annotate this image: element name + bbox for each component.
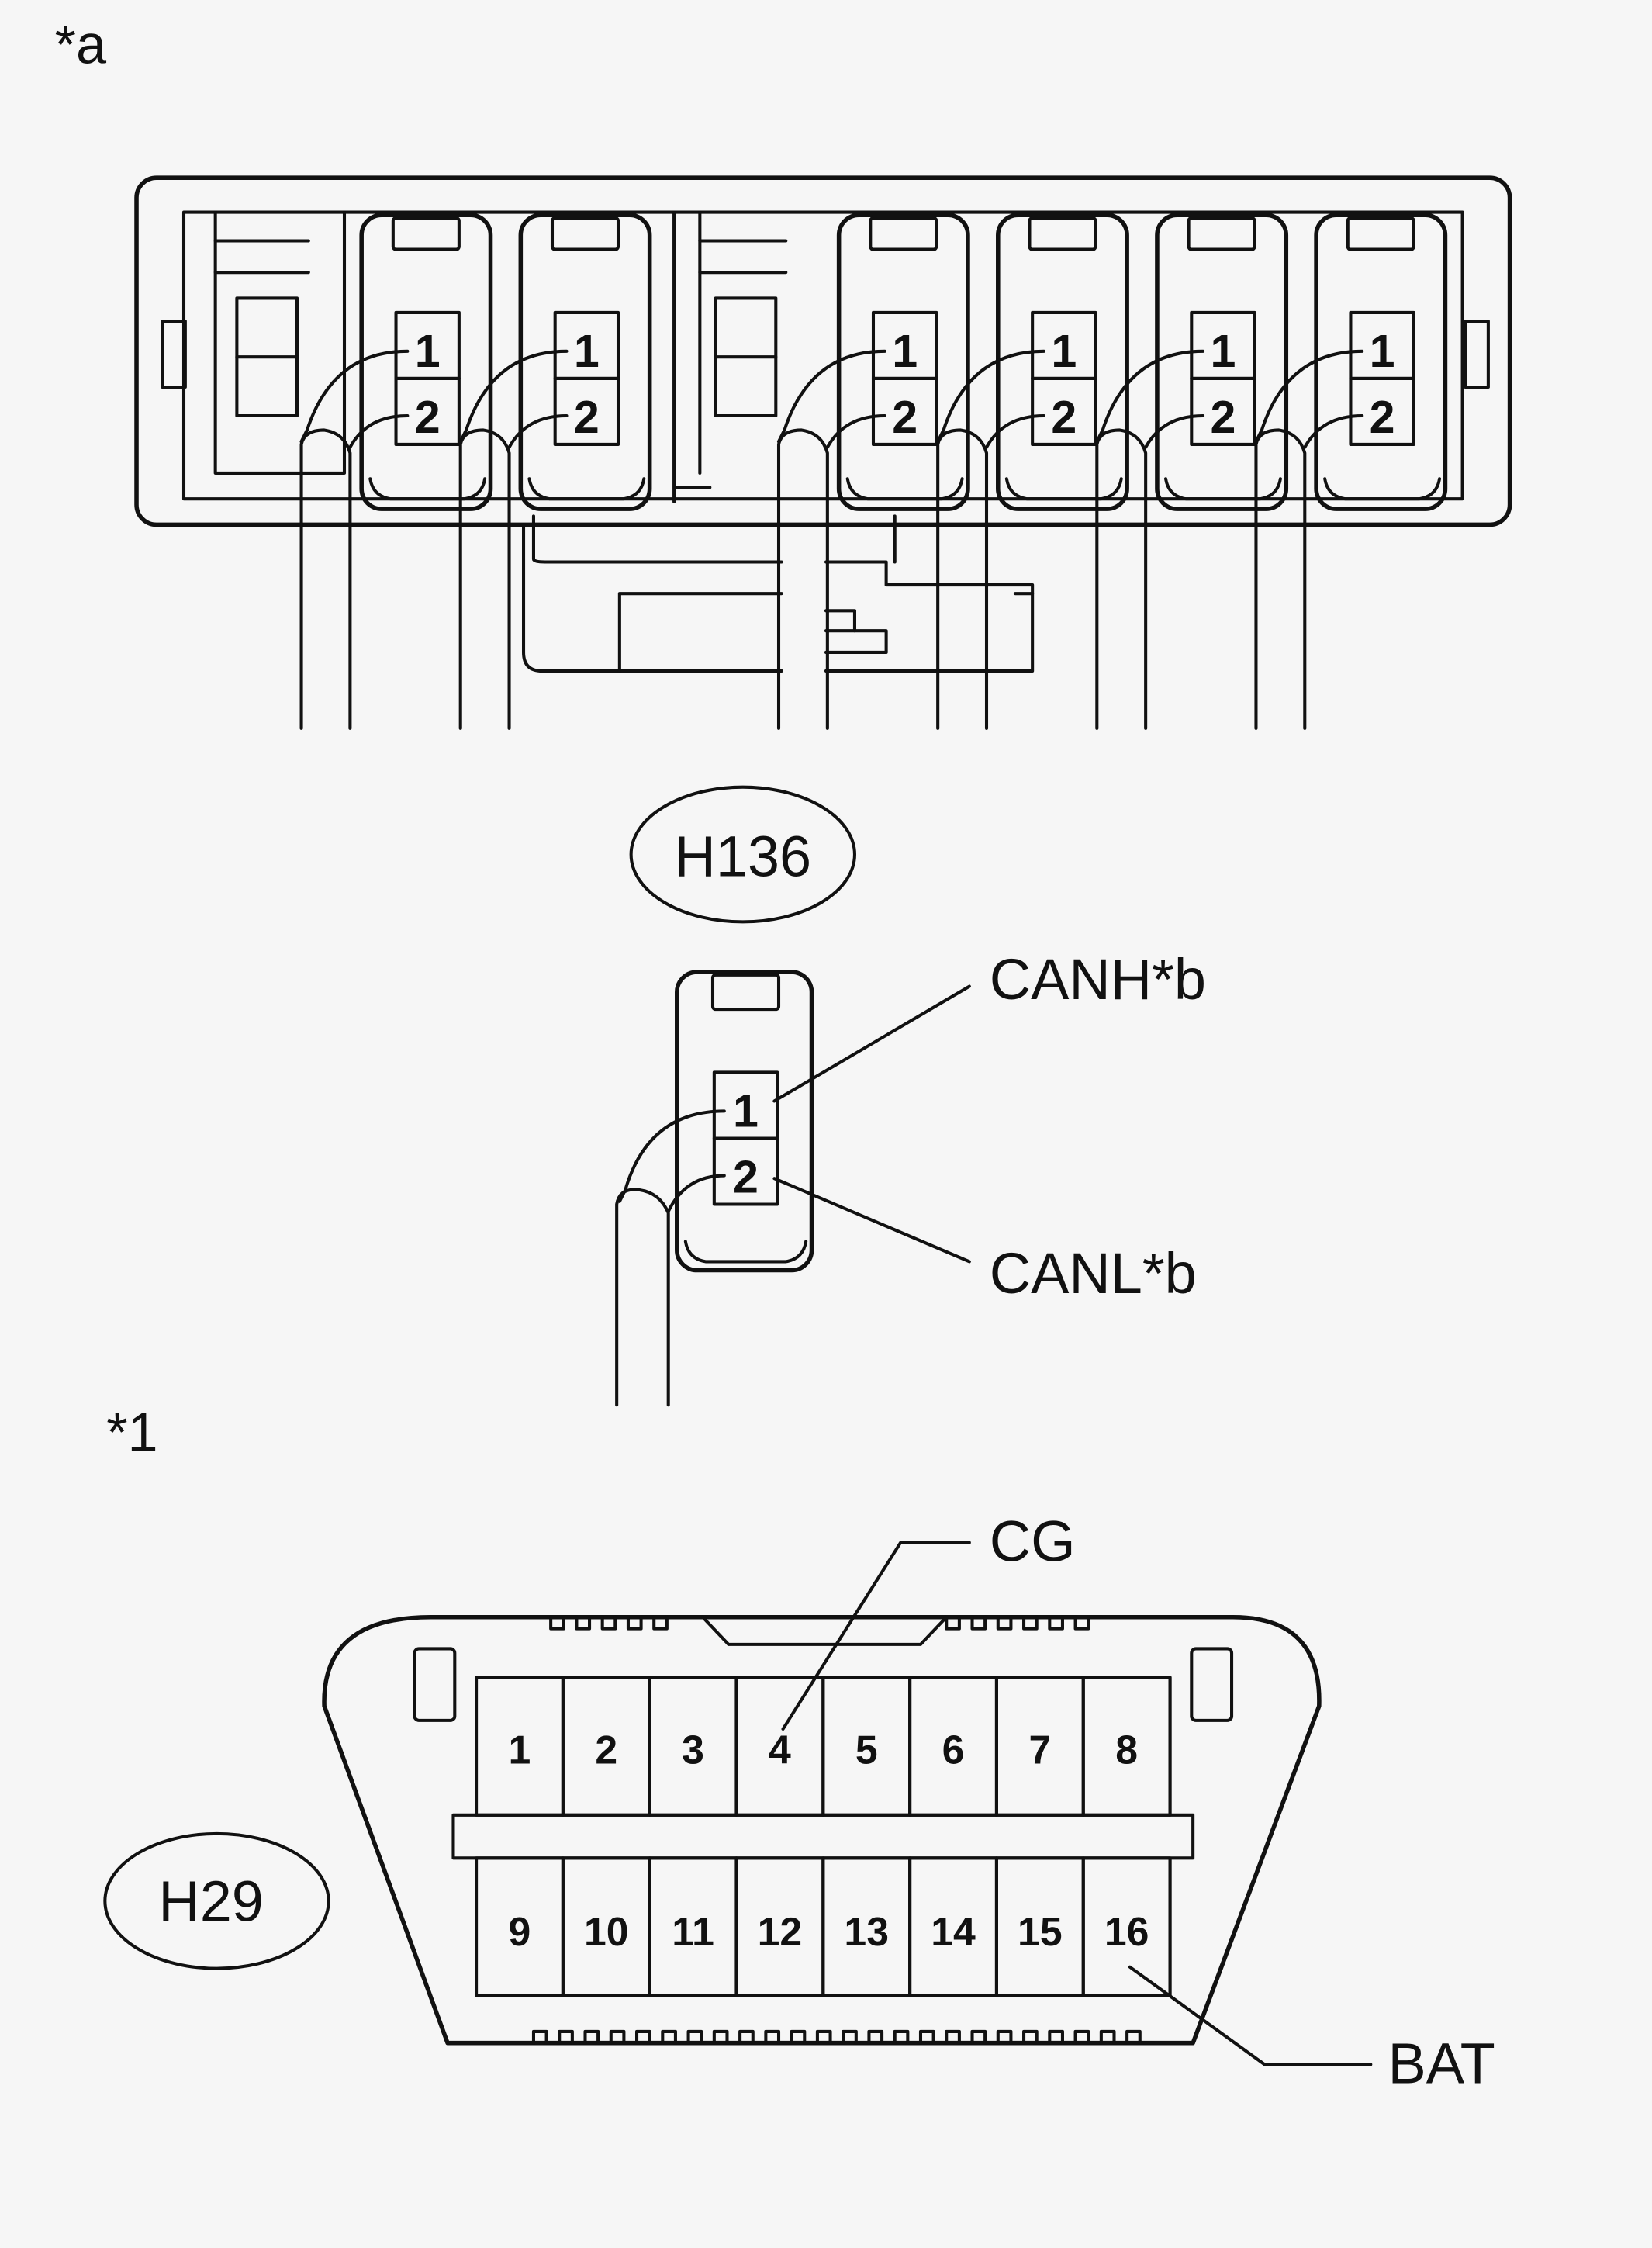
dlc3-pin-9: 9 xyxy=(475,1856,565,1997)
jb-terminal-2: 12 xyxy=(458,213,652,730)
dlc3-pin-5: 5 xyxy=(821,1676,912,1817)
label-star-a: *a xyxy=(55,13,107,74)
h136-pin-1: 1 xyxy=(733,1085,759,1137)
jb-terminal-1-pin-2: 2 xyxy=(415,391,441,443)
label-h136: H136 xyxy=(674,824,811,888)
dlc3-pin-1: 1 xyxy=(475,1676,565,1817)
dlc3-pin-13: 13 xyxy=(821,1856,912,1997)
dlc3-pin-label-2: 2 xyxy=(595,1727,617,1772)
dlc3-pin-label-1: 1 xyxy=(509,1727,531,1772)
dlc3-pin-label-12: 12 xyxy=(758,1909,803,1954)
jb-terminal-5-pin-2: 2 xyxy=(1211,391,1236,443)
dlc3-pin-label-14: 14 xyxy=(931,1909,976,1954)
canh-leader xyxy=(772,984,971,1103)
label-h29: H29 xyxy=(158,1869,264,1934)
dlc3-pin-10: 10 xyxy=(561,1856,651,1997)
dlc3-pin-15: 15 xyxy=(994,1856,1085,1997)
jb-terminal-3: 12 xyxy=(776,213,970,730)
dlc3-pin-label-8: 8 xyxy=(1115,1727,1138,1772)
dlc3-pin-16: 16 xyxy=(1081,1856,1172,1997)
dlc3-pin-label-10: 10 xyxy=(584,1909,629,1954)
jb-terminal-4-pin-2: 2 xyxy=(1051,391,1077,443)
jb-terminal-3-pin-1: 1 xyxy=(892,325,918,377)
dlc3-pin-label-13: 13 xyxy=(844,1909,889,1954)
h136-pin-2: 2 xyxy=(733,1151,759,1203)
dlc3-pin-label-7: 7 xyxy=(1028,1727,1051,1772)
dlc3-pin-4: 4 xyxy=(734,1676,825,1817)
dlc3-pin-label-15: 15 xyxy=(1018,1909,1063,1954)
label-bat: BAT xyxy=(1388,2031,1495,2095)
connector-h136: H136 1 2 CANH*b CANL*b xyxy=(615,785,1206,1407)
dlc3-pin-label-11: 11 xyxy=(672,1909,714,1954)
dlc3-pin-14: 14 xyxy=(908,1856,998,1997)
label-canh: CANH*b xyxy=(990,947,1206,1012)
jb-terminal-4: 12 xyxy=(936,213,1129,730)
canl-leader xyxy=(772,1177,971,1264)
dlc3-pin-11: 11 xyxy=(648,1856,738,1997)
jb-terminal-2-pin-2: 2 xyxy=(574,391,600,443)
dlc3-pin-12: 12 xyxy=(734,1856,825,1997)
jb-terminal-1: 12 xyxy=(299,213,493,730)
empty-cavity-middle xyxy=(672,210,788,503)
jb-terminal-3-pin-2: 2 xyxy=(892,391,918,443)
jb-terminal-6: 12 xyxy=(1254,213,1448,730)
dlc3-pin-label-9: 9 xyxy=(509,1909,531,1954)
empty-cavity-left xyxy=(213,210,347,475)
dlc3-pin-label-5: 5 xyxy=(855,1727,878,1772)
jb-terminal-5-pin-1: 1 xyxy=(1211,325,1236,377)
jb-terminal-6-pin-1: 1 xyxy=(1370,325,1395,377)
label-star-1: *1 xyxy=(106,1401,157,1462)
dlc3-pin-6: 6 xyxy=(908,1676,998,1817)
dlc3-pin-label-4: 4 xyxy=(769,1727,791,1772)
dlc3-pin-label-3: 3 xyxy=(682,1727,704,1772)
jb-terminal-1-pin-1: 1 xyxy=(415,325,441,377)
dlc3-pin-3: 3 xyxy=(648,1676,738,1817)
jb-terminal-4-pin-1: 1 xyxy=(1051,325,1077,377)
label-canl: CANL*b xyxy=(990,1241,1197,1306)
dlc3-pin-label-16: 16 xyxy=(1104,1909,1149,1954)
dlc3-pin-2: 2 xyxy=(561,1676,651,1817)
cg-leader xyxy=(781,1541,971,1731)
jb-terminal-6-pin-2: 2 xyxy=(1370,391,1395,443)
jb-terminal-2-pin-1: 1 xyxy=(574,325,600,377)
bat-leader xyxy=(1128,1965,1373,2066)
dlc3-pin-8: 8 xyxy=(1081,1676,1172,1817)
dlc3-pin-label-6: 6 xyxy=(942,1727,965,1772)
dlc3-pin-7: 7 xyxy=(994,1676,1085,1817)
jb-terminal-5: 12 xyxy=(1095,213,1289,730)
label-cg: CG xyxy=(990,1510,1076,1574)
